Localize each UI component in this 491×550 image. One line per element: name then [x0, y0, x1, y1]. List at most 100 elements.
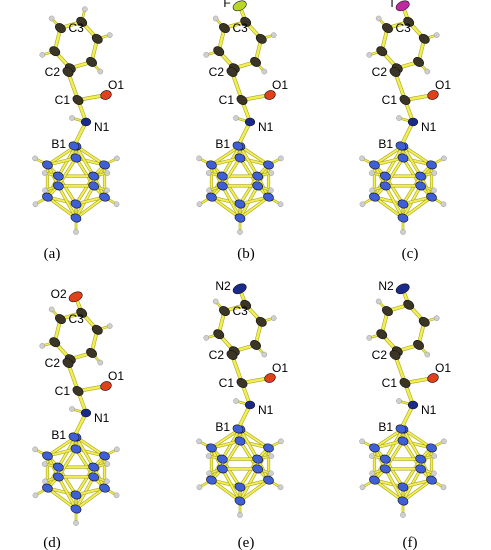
boron-atom [397, 482, 409, 492]
bond [75, 436, 106, 457]
oxygen-atom-o1 [427, 90, 439, 100]
hydrogen-atom [369, 187, 375, 194]
substituent-atom [232, 283, 247, 295]
hydrogen-atom [113, 492, 120, 499]
boron-atom [70, 153, 82, 163]
hydrogen-atom [32, 201, 39, 208]
carbon-atom-c2 [226, 350, 238, 360]
bond [236, 403, 252, 431]
bond [239, 145, 259, 178]
carbon-atom [418, 316, 430, 327]
hydrogen-atom [359, 438, 365, 445]
hydrogen-atom [268, 470, 274, 477]
carbon-atom [413, 340, 424, 350]
carborane-cage [32, 141, 120, 235]
atom-label: C2 [209, 65, 225, 79]
hydrogen-atom [396, 115, 402, 121]
hydrogen-atom [106, 32, 113, 38]
hydrogen-atom [113, 201, 120, 208]
bond [72, 411, 88, 439]
oxygen-atom-o1 [427, 373, 439, 383]
panel-caption: (f) [403, 535, 418, 550]
hydrogen-atom [69, 115, 75, 121]
hydrogen-atom [73, 520, 79, 526]
boron-atom [234, 496, 246, 506]
carborane-cage [359, 141, 447, 235]
hydrogen-atom [233, 115, 239, 121]
carbon-atom-c2 [389, 67, 401, 77]
hydrogen-atom [32, 446, 38, 453]
carbon-atom [86, 57, 97, 67]
hydrogen-atom [206, 187, 212, 194]
boron-atom [70, 504, 82, 514]
hydrogen-atom [39, 343, 46, 349]
bond [384, 467, 404, 502]
oxygen-atom-o1 [100, 90, 112, 100]
bond [75, 436, 95, 469]
hydrogen-atom [196, 484, 203, 491]
hydrogen-atom [32, 492, 39, 499]
bond [75, 466, 95, 496]
bond [57, 184, 77, 219]
carbon-atom-c2 [226, 67, 238, 77]
bond [384, 157, 404, 187]
hydrogen-atom [433, 32, 440, 38]
atom-label: C2 [372, 65, 388, 79]
boron-atom [88, 171, 100, 181]
bond [239, 428, 259, 461]
boron-atom [99, 160, 110, 170]
boron-atom [216, 171, 228, 181]
bond [57, 157, 77, 187]
atom-label: B1 [378, 420, 393, 434]
atom-label: N1 [94, 120, 110, 134]
bond [402, 479, 433, 502]
atom-label: C1 [55, 93, 71, 107]
hydrogen-atom [41, 461, 48, 467]
carbon-atom [49, 46, 61, 57]
bond [75, 145, 95, 178]
boron-atom [252, 454, 264, 464]
bond [239, 479, 270, 502]
carbon-atom-c1 [399, 378, 411, 388]
carbon-atom [250, 57, 261, 67]
hydrogen-atom [97, 359, 104, 366]
hydrogen-atom [41, 170, 48, 176]
hydrogen-atom [441, 155, 447, 162]
boron-atom [379, 181, 391, 191]
hydrogen-atom [369, 470, 375, 477]
hydrogen-atom [368, 453, 375, 459]
hydrogen-atom [196, 155, 202, 162]
atom-label: B1 [51, 428, 66, 442]
hydrogen-atom [359, 484, 366, 491]
atom-label: B1 [378, 137, 393, 151]
hydrogen-atom [196, 201, 203, 208]
hydrogen-atom [261, 351, 268, 358]
hydrogen-atom [424, 68, 431, 75]
bond [402, 428, 433, 449]
boron-atom [252, 181, 264, 191]
panel-caption: (b) [237, 246, 255, 262]
boron-atom [234, 436, 246, 446]
substituent-label: F [223, 0, 230, 10]
carbon-atom [403, 299, 415, 310]
bond [239, 196, 270, 219]
bond [75, 196, 106, 219]
boron-atom [42, 451, 53, 461]
carborane-cage [32, 432, 120, 526]
carbon-atom [213, 46, 225, 57]
boron-atom [99, 451, 110, 461]
hydrogen-atom [366, 335, 373, 341]
bond [57, 448, 77, 478]
hydrogen-atom [270, 32, 277, 38]
boron-atom [216, 464, 228, 474]
hydrogen-atom [42, 478, 48, 485]
hydrogen-atom [277, 201, 284, 208]
hydrogen-atom [32, 155, 38, 162]
hydrogen-atom [73, 229, 79, 235]
carbon-atom [376, 329, 388, 340]
hydrogen-atom [268, 453, 275, 459]
carbon-atom [219, 23, 230, 33]
